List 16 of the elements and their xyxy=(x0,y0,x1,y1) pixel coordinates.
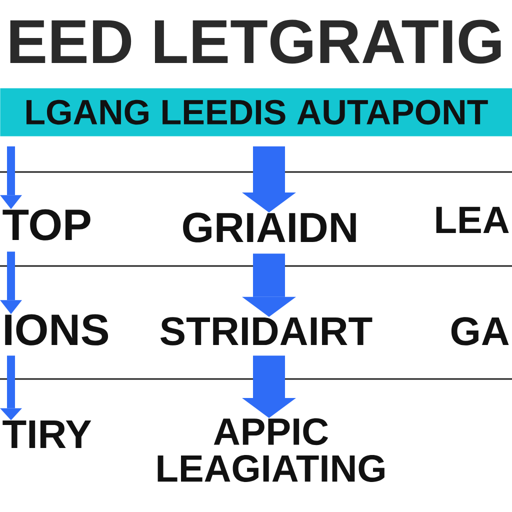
title: EED LETGRATIG xyxy=(10,20,501,64)
arrow xyxy=(0,252,22,314)
arrow xyxy=(242,146,296,212)
header-band: LGANG LEEDIS AUTAPONT xyxy=(0,88,512,136)
step-label: TIRY xyxy=(2,420,92,448)
step-label: GRIAIDN xyxy=(183,212,356,242)
step-label: STRIDAIRT xyxy=(160,317,372,346)
step-label: IONS xyxy=(5,314,108,346)
arrow xyxy=(0,356,22,420)
step-label: GA xyxy=(451,317,509,346)
arrow xyxy=(242,356,296,418)
step-label: LEA xyxy=(436,206,509,233)
arrow xyxy=(242,254,296,317)
step-label: APPIC LEAGIATING xyxy=(158,418,384,482)
arrow xyxy=(0,146,22,210)
step-label: TOP xyxy=(2,209,90,240)
